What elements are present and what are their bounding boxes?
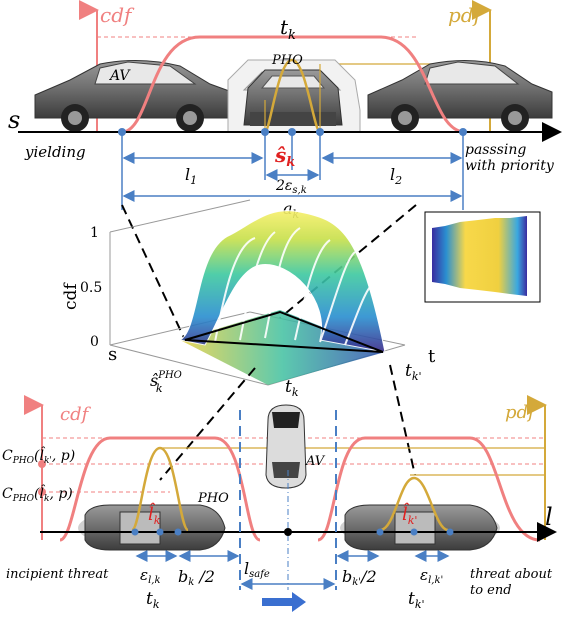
passing-label-1: passsing [465, 142, 526, 158]
s-axis-label: s [8, 106, 20, 134]
car-right-top [367, 59, 553, 132]
lsafe-label: lsafe [244, 559, 270, 580]
pt-bl-3 [174, 528, 182, 536]
t-axis-label-3d: t [428, 346, 436, 367]
eps-left-label: εl,k [140, 566, 161, 586]
z-tick-1: 1 [90, 225, 99, 241]
av-label-top: AV [108, 68, 131, 84]
pho-label-top: PHO [271, 53, 303, 68]
top-section: cdf pdf [8, 0, 562, 221]
z-axis-label: cdf [61, 282, 81, 310]
l-axis-label: l [545, 503, 553, 531]
l2-label: l2 [390, 165, 402, 187]
car-right-bottom [340, 504, 500, 551]
tk-label-3d: tk [285, 377, 299, 399]
eps-label-top: 2εs,k [275, 178, 307, 196]
l-hat-left: l̂k [148, 502, 161, 527]
cdf-label-top: cdf [100, 3, 135, 27]
l1-label: l1 [185, 165, 197, 187]
surface-floor [180, 310, 385, 385]
pdf-label-top: pdf [448, 3, 485, 27]
bottom-section: cdf pdf [2, 395, 557, 612]
cdf-curve-bottom-right [317, 436, 541, 542]
tk-right-bottom: tk' [408, 589, 425, 611]
car-av-bottom [265, 404, 307, 489]
pdf-curve-bottom-left [130, 446, 190, 532]
bk-left-label: bk /2 [178, 567, 215, 588]
floor-triangle [184, 310, 384, 353]
cpho2-point [38, 488, 46, 496]
pt-br-2 [410, 528, 418, 536]
passing-label-2: with priority [465, 158, 555, 174]
inset-heatmap [424, 211, 541, 303]
cpho1-label: CPHO(l̂k', p) [2, 446, 75, 466]
pt-bl-1 [131, 528, 139, 536]
tk-left-bottom: tk [146, 589, 160, 611]
motion-arrow [262, 592, 306, 612]
z-tick-0: 0 [90, 334, 99, 350]
pdf-curve-top [263, 58, 322, 134]
incipient-label: incipient threat [6, 567, 109, 582]
car-pho-top [227, 59, 361, 133]
car-av-top [34, 59, 233, 132]
av-label-bottom: AV [305, 454, 326, 469]
eps-right-label: εl,k' [420, 566, 443, 586]
dimension-lines-bottom [135, 550, 450, 590]
pt-bl-2 [156, 528, 164, 536]
dimension-lines-top [121, 132, 464, 210]
threat-label-1: threat about [470, 567, 553, 582]
z-tick-05: 0.5 [80, 280, 102, 296]
pho-label-bottom: PHO [197, 491, 229, 506]
s-hat-label-top: ŝk [274, 143, 295, 170]
pdf-label-bottom: pdf [505, 402, 538, 423]
s-axis-label-3d: s [108, 344, 117, 365]
center-point [284, 528, 292, 536]
surface-ribs [214, 227, 373, 346]
cdf-curve-top [121, 35, 466, 134]
cdf-label-bottom: cdf [60, 404, 92, 425]
l-hat-right: l̂k' [402, 502, 417, 527]
cpho2-label: CPHO(l̂k, p) [2, 484, 73, 504]
proj-line-bottom-right [389, 364, 416, 476]
cpho1-point [38, 460, 46, 468]
cdf-curve-bottom-left [59, 436, 261, 542]
car-pho-bottom [78, 504, 226, 551]
proj-line-bottom-left [159, 367, 256, 481]
tk-label-top: tk [280, 15, 296, 43]
threat-label-2: to end [470, 583, 512, 598]
surface-hump [178, 210, 386, 353]
tk2-label-3d: tk' [405, 361, 422, 383]
pt-br-1 [376, 528, 384, 536]
bk-right-label: bk'/2 [342, 567, 377, 588]
pt-br-3 [446, 528, 454, 536]
yielding-label: yielding [24, 143, 86, 161]
proj-line-left [121, 204, 186, 341]
pdf-curve-bottom-right [379, 476, 449, 532]
